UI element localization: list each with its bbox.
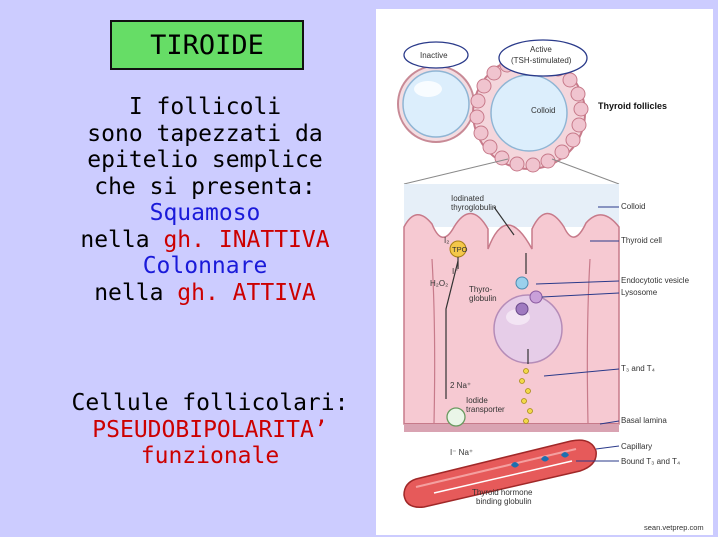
active-gland: gh. ATTIVA — [177, 279, 316, 306]
binding-globulin-glyphs — [511, 452, 569, 468]
lysosome-label: Lysosome — [621, 288, 658, 297]
thyroid-follicles-label: Thyroid follicles — [598, 101, 667, 111]
capillary — [403, 439, 597, 508]
active-label-frame — [498, 39, 588, 77]
thyroid-hormone-label: Thyroid hormone — [472, 488, 533, 497]
para-line-1: I follicoli — [128, 94, 282, 120]
leader-lines — [535, 206, 620, 462]
t3t4-label: T₃ and T₄ — [621, 364, 655, 373]
zoom-lines — [403, 158, 620, 185]
para-line-4: che si presenta: — [94, 173, 316, 200]
globulin-label: globulin — [469, 294, 497, 303]
inactive-prefix: nella — [80, 226, 164, 253]
cells-term: PSEUDOBIPOLARITA’ — [92, 416, 328, 443]
colloid-label: Colloid — [621, 202, 645, 211]
cells-sub: funzionale — [140, 443, 280, 469]
flow-arrows — [445, 206, 529, 399]
tsh-label: (TSH-stimulated) — [511, 56, 572, 65]
bound-label: Bound T₃ and T₄ — [621, 457, 680, 466]
colloid-lumen — [404, 184, 619, 227]
inactive-label: Inactive — [420, 51, 448, 60]
thyroglobulin-top-label: thyroglobulin — [451, 203, 496, 212]
watermark: sean.vetprep.com — [644, 523, 704, 532]
follicle-description: I follicoli sono tapezzati da epitelio s… — [40, 94, 370, 306]
colloid-inner-label: Colloid — [531, 106, 555, 115]
transporter-label: transporter — [466, 405, 505, 414]
i2-label: I₂ — [444, 236, 449, 245]
binding-globulin-label: binding globulin — [476, 497, 532, 506]
iodide-transporter — [446, 407, 466, 427]
active-line: nella gh. ATTIVA — [40, 280, 370, 307]
basal-lamina-band — [404, 424, 619, 432]
thyro-label: Thyro- — [469, 285, 492, 294]
inactive-line: nella gh. INATTIVA — [40, 227, 370, 254]
basal-lamina-label: Basal lamina — [621, 416, 667, 425]
thyroid-figure-svg: Inactive Active (TSH-stimulated) Colloid… — [397, 39, 704, 532]
slide-title-text: TIROIDE — [150, 29, 264, 61]
i-minus-label: I⁻ — [452, 267, 458, 276]
slide-title: TIROIDE — [110, 20, 304, 70]
phagolysosome — [515, 302, 529, 316]
thyroid-cell-label: Thyroid cell — [621, 236, 662, 245]
i-na-label: I⁻ Na⁺ — [450, 448, 473, 457]
thyroid-follicle-figure: Inactive Active (TSH-stimulated) Colloid… — [376, 9, 713, 535]
h2o2-label: H₂O₂ — [430, 279, 448, 288]
squamoso-label: Squamoso — [149, 200, 261, 226]
two-na-label: 2 Na⁺ — [450, 381, 471, 390]
hormone-dots — [519, 368, 533, 424]
para-line-3: epitelio semplice — [87, 147, 323, 173]
inactive-gland: gh. INATTIVA — [163, 226, 330, 253]
iodide-label: Iodide — [466, 396, 488, 405]
colonnare-label: Colonnare — [142, 253, 268, 279]
endocytotic-label: Endocytotic vesicle — [621, 276, 690, 285]
active-label: Active — [530, 45, 552, 54]
endocytotic-vesicle — [515, 276, 529, 290]
inactive-label-frame — [403, 41, 469, 69]
cells-title: Cellule follicolari: — [71, 390, 349, 416]
lysosome-vesicle — [529, 290, 543, 304]
para-line-2: sono tapezzati da — [87, 120, 323, 147]
active-prefix: nella — [94, 279, 178, 306]
iodinated-label: Iodinated — [451, 194, 484, 203]
cell-membranes — [431, 258, 591, 425]
tpo-label: TPO — [452, 245, 468, 254]
inactive-follicle — [397, 65, 475, 143]
capillary-label: Capillary — [621, 442, 652, 451]
cells-description: Cellule follicolari: PSEUDOBIPOLARITA’ f… — [40, 390, 380, 470]
